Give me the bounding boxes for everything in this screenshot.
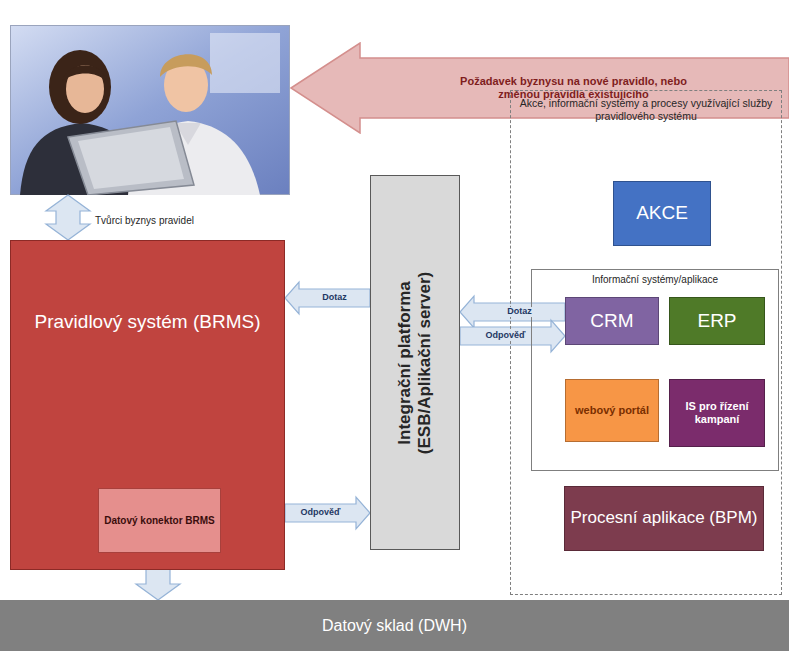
people-photo-node: Tvůrci byznys pravidel bbox=[10, 25, 290, 195]
data-connector-box: Datový konektor BRMS bbox=[98, 488, 221, 553]
node-text: IS pro řízení kampaní bbox=[674, 400, 760, 426]
node-text: AKCE bbox=[636, 202, 688, 225]
edge-label: Odpověď bbox=[485, 331, 527, 341]
campaign-is-box: IS pro řízení kampaní bbox=[669, 379, 765, 447]
web-portal-box: webový portál bbox=[565, 379, 659, 442]
node-text: Akce, informační systémy a procesy využí… bbox=[515, 97, 777, 122]
consumer-region: Akce, informační systémy a procesy využí… bbox=[510, 90, 782, 595]
block-arrow bbox=[460, 320, 565, 352]
erp-box: ERP bbox=[669, 297, 765, 345]
request-arrow: Požadavek byznysu na nové pravidlo, nebo… bbox=[290, 42, 789, 134]
node-text: CRM bbox=[590, 310, 633, 333]
applications-group: Informační systémy/aplikaceCRM ERP webový … bbox=[531, 269, 779, 471]
edge-label: Dotaz bbox=[321, 293, 348, 303]
integration-platform: Integrační platforma (ESB/Aplikační serv… bbox=[370, 175, 460, 550]
rules-system-box: Pravidlový systém (BRMS) Datový konektor … bbox=[10, 240, 285, 570]
bpm-box: Procesní aplikace (BPM) bbox=[564, 486, 764, 551]
node-text: ERP bbox=[697, 310, 736, 333]
block-arrow bbox=[460, 296, 565, 328]
node-text: Pravidlový systém (BRMS) bbox=[35, 311, 261, 334]
edge-label: Odpověď bbox=[300, 508, 342, 518]
node-text: Tvůrci byznys pravidel bbox=[95, 215, 194, 227]
node-text: webový portál bbox=[575, 404, 649, 417]
node-text: Integrační platforma (ESB/Aplikační serv… bbox=[395, 243, 436, 483]
block-arrow bbox=[285, 282, 370, 314]
node-text: Datový sklad (DWH) bbox=[322, 616, 467, 635]
photo-illustration bbox=[10, 25, 290, 195]
action-box: AKCE bbox=[613, 181, 711, 246]
node-text: Datový konektor BRMS bbox=[104, 515, 215, 527]
data-warehouse-band: Datový sklad (DWH) bbox=[0, 600, 789, 651]
block-arrow bbox=[285, 497, 370, 529]
block-arrow bbox=[46, 195, 90, 240]
crm-box: CRM bbox=[565, 297, 659, 345]
node-text: Informační systémy/aplikace bbox=[592, 274, 718, 286]
node-text: Procesní aplikace (BPM) bbox=[570, 508, 757, 528]
